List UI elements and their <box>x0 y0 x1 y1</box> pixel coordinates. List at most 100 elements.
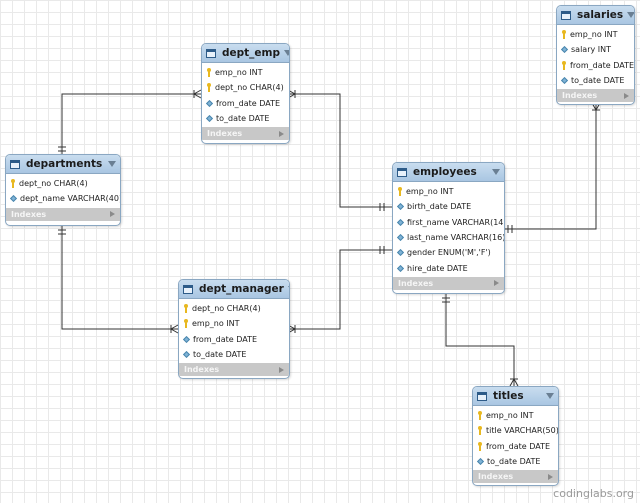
primary-key-icon <box>561 30 567 40</box>
table-icon <box>183 284 193 294</box>
primary-key-icon <box>206 83 212 93</box>
column-row[interactable]: emp_no INT <box>202 65 289 80</box>
collapse-arrow-icon[interactable] <box>287 286 289 292</box>
rel-employees-dept-emp <box>288 93 392 208</box>
collapse-arrow-icon[interactable] <box>627 12 634 18</box>
column-row[interactable]: to_date DATE <box>473 454 558 469</box>
table-icon <box>397 167 407 177</box>
table-header[interactable]: titles <box>473 387 558 406</box>
column-row[interactable]: emp_no INT <box>179 316 289 331</box>
column-label: to_date DATE <box>571 76 625 86</box>
column-diamond-icon <box>182 350 191 359</box>
column-row[interactable]: last_name VARCHAR(16) <box>393 230 504 245</box>
column-label: hire_date DATE <box>407 263 468 273</box>
primary-key-icon <box>477 426 483 436</box>
column-row[interactable]: from_date DATE <box>473 439 558 454</box>
indexes-section[interactable]: Indexes <box>557 89 634 103</box>
table-header[interactable]: salaries <box>557 6 634 25</box>
table-header[interactable]: dept_emp <box>202 44 289 63</box>
column-row[interactable]: emp_no INT <box>393 184 504 199</box>
column-row[interactable]: emp_no INT <box>473 408 558 423</box>
column-row[interactable]: first_name VARCHAR(14) <box>393 215 504 230</box>
table-icon <box>10 159 20 169</box>
table-salaries[interactable]: salaries emp_no INT salary INT from_date… <box>556 5 635 105</box>
column-label: title VARCHAR(50) <box>486 426 559 436</box>
column-row[interactable]: dept_no CHAR(4) <box>179 301 289 316</box>
indexes-section[interactable]: Indexes <box>179 363 289 377</box>
indexes-label: Indexes <box>562 91 598 101</box>
column-row[interactable]: dept_no CHAR(4) <box>6 176 120 191</box>
column-label: gender ENUM('M','F') <box>407 248 491 258</box>
column-diamond-icon <box>9 195 18 203</box>
expand-arrow-icon[interactable] <box>110 211 115 218</box>
column-label: salary INT <box>571 45 611 55</box>
column-row[interactable]: title VARCHAR(50) <box>473 423 558 438</box>
table-name: departments <box>26 158 103 170</box>
table-name: titles <box>493 390 524 402</box>
column-label: emp_no INT <box>486 411 534 421</box>
expand-arrow-icon[interactable] <box>548 473 553 480</box>
expand-arrow-icon[interactable] <box>279 130 284 137</box>
column-label: to_date DATE <box>193 350 247 360</box>
column-label: emp_no INT <box>570 30 618 40</box>
column-row[interactable]: gender ENUM('M','F') <box>393 245 504 260</box>
column-diamond-icon <box>396 249 405 257</box>
watermark: codinglabs.org <box>553 487 634 500</box>
column-row[interactable]: from_date DATE <box>202 96 289 111</box>
expand-arrow-icon[interactable] <box>494 280 499 287</box>
table-dept-emp[interactable]: dept_emp emp_no INT dept_no CHAR(4) from… <box>201 43 290 144</box>
column-row[interactable]: hire_date DATE <box>393 260 504 275</box>
collapse-arrow-icon[interactable] <box>108 161 116 167</box>
collapse-arrow-icon[interactable] <box>284 50 289 56</box>
indexes-label: Indexes <box>478 472 514 482</box>
column-row[interactable]: to_date DATE <box>179 347 289 362</box>
column-label: dept_no CHAR(4) <box>19 179 88 189</box>
column-label: to_date DATE <box>487 457 541 467</box>
expand-arrow-icon[interactable] <box>624 92 629 99</box>
collapse-arrow-icon[interactable] <box>492 169 500 175</box>
column-diamond-icon <box>560 76 569 85</box>
column-diamond-icon <box>205 114 214 123</box>
column-row[interactable]: dept_no CHAR(4) <box>202 80 289 95</box>
table-departments[interactable]: departments dept_no CHAR(4) dept_name VA… <box>5 154 121 226</box>
expand-arrow-icon[interactable] <box>279 366 284 373</box>
column-row[interactable]: dept_name VARCHAR(40) <box>6 191 120 206</box>
indexes-section[interactable]: Indexes <box>202 127 289 141</box>
indexes-section[interactable]: Indexes <box>393 276 504 290</box>
column-row[interactable]: to_date DATE <box>557 73 634 88</box>
primary-key-icon <box>183 319 189 329</box>
column-row[interactable]: from_date DATE <box>557 58 634 73</box>
rel-employees-dept-manager <box>288 249 392 330</box>
table-header[interactable]: employees <box>393 163 504 182</box>
table-employees[interactable]: employees emp_no INT birth_date DATE fir… <box>392 162 505 294</box>
indexes-label: Indexes <box>398 278 434 288</box>
primary-key-icon <box>183 304 189 314</box>
table-header[interactable]: dept_manager <box>179 280 289 299</box>
rel-employees-salaries <box>503 103 597 230</box>
column-label: emp_no INT <box>406 187 454 197</box>
table-name: dept_emp <box>222 47 281 59</box>
column-row[interactable]: emp_no INT <box>557 27 634 42</box>
column-diamond-icon <box>182 335 191 343</box>
primary-key-icon <box>477 441 483 451</box>
column-row[interactable]: to_date DATE <box>202 111 289 126</box>
indexes-section[interactable]: Indexes <box>473 470 558 484</box>
column-label: emp_no INT <box>215 68 263 78</box>
table-icon <box>477 391 487 401</box>
rel-departments-dept-manager <box>61 226 178 330</box>
column-row[interactable]: birth_date DATE <box>393 199 504 214</box>
table-header[interactable]: departments <box>6 155 120 174</box>
column-row[interactable]: from_date DATE <box>179 332 289 347</box>
column-label: birth_date DATE <box>407 202 472 212</box>
column-label: first_name VARCHAR(14) <box>407 217 505 227</box>
table-dept-manager[interactable]: dept_manager dept_no CHAR(4) emp_no INT … <box>178 279 290 379</box>
column-row[interactable]: salary INT <box>557 42 634 57</box>
column-diamond-icon <box>396 264 405 272</box>
indexes-section[interactable]: Indexes <box>6 207 120 221</box>
indexes-label: Indexes <box>207 129 243 139</box>
column-diamond-icon <box>476 457 485 466</box>
collapse-arrow-icon[interactable] <box>546 393 554 399</box>
table-icon <box>206 48 216 58</box>
table-titles[interactable]: titles emp_no INT title VARCHAR(50) from… <box>472 386 559 486</box>
